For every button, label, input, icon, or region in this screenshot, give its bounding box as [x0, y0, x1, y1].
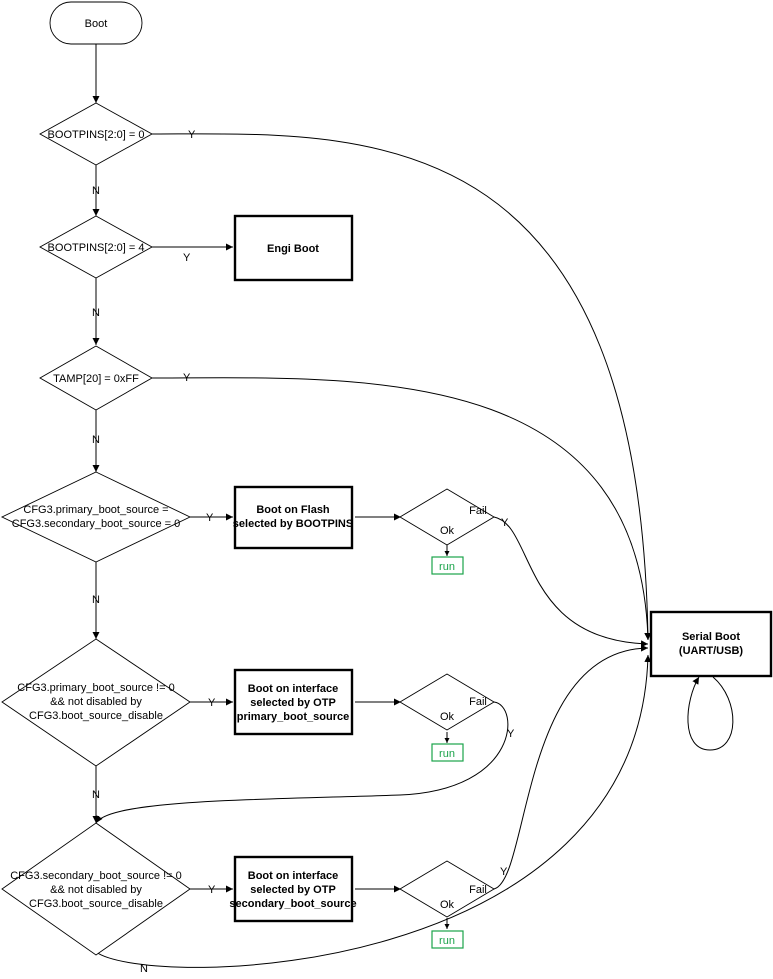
decision-bootpins-4: BOOTPINS[2:0] = 4	[39, 215, 153, 279]
edge-labels: Y N Y N Y N Y N Y N Y N Y Y Y	[92, 129, 515, 975]
label-d2-yes: Y	[183, 252, 191, 264]
check-flash: Fail Ok	[399, 488, 495, 546]
process-line-3: primary_boot_source	[237, 711, 349, 723]
label-check1-yes: Y	[501, 517, 509, 529]
run-flash: run	[431, 556, 464, 575]
label-d6-no: N	[140, 963, 148, 975]
process-line-1: Engi Boot	[267, 243, 319, 255]
connectors	[92, 44, 734, 968]
check-secondary: Fail Ok	[399, 860, 495, 918]
label-d4-no: N	[92, 594, 100, 606]
decision-line-1: CFG3.primary_boot_source != 0	[17, 682, 174, 694]
process-line-1: Serial Boot	[682, 631, 740, 643]
edge-check1-to-serial	[493, 516, 649, 648]
label-check2-yes: Y	[507, 728, 515, 740]
process-serial-boot: Serial Boot (UART/USB)	[649, 610, 773, 678]
check-fail-label: Fail	[469, 505, 487, 517]
decision-line-2: && not disabled by	[50, 696, 142, 708]
start-label: Boot	[85, 18, 108, 30]
decision-cfg3-equal: CFG3.primary_boot_source = CFG3.secondar…	[0, 471, 192, 563]
decision-line-2: && not disabled by	[50, 884, 142, 896]
process-line-3: secondary_boot_source	[229, 898, 356, 910]
process-line-1: Boot on interface	[248, 683, 338, 695]
decision-label: TAMP[20] = 0xFF	[53, 373, 139, 385]
edge-d3-to-serial	[151, 377, 652, 641]
label-check3-yes: Y	[500, 866, 508, 878]
run-secondary: run	[431, 930, 464, 949]
process-boot-primary: Boot on interface selected by OTP primar…	[233, 668, 354, 736]
check-ok-label: Ok	[440, 899, 455, 911]
start-terminator: Boot	[49, 1, 143, 45]
decision-line-3: CFG3.boot_source_disable	[29, 710, 163, 722]
run-label: run	[439, 935, 455, 947]
check-primary: Fail Ok	[399, 673, 495, 731]
decision-line-3: CFG3.boot_source_disable	[29, 898, 163, 910]
run-label: run	[439, 561, 455, 573]
edge-check3-to-serial	[493, 644, 649, 890]
label-d3-no: N	[92, 434, 100, 446]
label-d6-yes: Y	[208, 884, 216, 896]
process-line-2: selected by OTP	[250, 884, 336, 896]
check-ok-label: Ok	[440, 525, 455, 537]
edge-d1-to-serial	[151, 133, 652, 641]
decision-line-2: CFG3.secondary_boot_source = 0	[12, 518, 180, 530]
label-d2-no: N	[92, 307, 100, 319]
decision-label: BOOTPINS[2:0] = 0	[48, 129, 145, 141]
label-d5-yes: Y	[208, 697, 216, 709]
edge-serial-self-loop	[687, 676, 734, 751]
process-boot-flash: Boot on Flash selected by BOOTPINS	[233, 485, 353, 550]
process-boot-secondary: Boot on interface selected by OTP second…	[229, 855, 357, 923]
decision-line-1: CFG3.secondary_boot_source != 0	[10, 870, 182, 882]
label-d1-no: N	[92, 185, 100, 197]
process-line-1: Boot on Flash	[256, 504, 330, 516]
decision-bootpins-0: BOOTPINS[2:0] = 0	[39, 102, 153, 166]
process-engi-boot: Engi Boot	[233, 214, 354, 282]
check-ok-label: Ok	[440, 711, 455, 723]
process-line-2: selected by BOOTPINS	[233, 518, 353, 530]
decision-tamp: TAMP[20] = 0xFF	[39, 345, 153, 411]
label-d1-yes: Y	[188, 129, 196, 141]
edge-d6-to-serial	[95, 654, 652, 968]
decision-label: BOOTPINS[2:0] = 4	[48, 242, 145, 254]
label-d4-yes: Y	[206, 512, 214, 524]
decision-primary-source: CFG3.primary_boot_source != 0 && not dis…	[1, 638, 191, 767]
edge-check2-to-d6	[95, 701, 509, 824]
decision-secondary-source: CFG3.secondary_boot_source != 0 && not d…	[1, 822, 191, 956]
run-primary: run	[431, 743, 464, 762]
run-label: run	[439, 748, 455, 760]
check-fail-label: Fail	[469, 696, 487, 708]
check-fail-label: Fail	[469, 884, 487, 896]
label-d3-yes: Y	[183, 372, 191, 384]
process-line-2: (UART/USB)	[679, 645, 743, 657]
decision-line-1: CFG3.primary_boot_source =	[23, 504, 168, 516]
label-d5-no: N	[92, 789, 100, 801]
process-line-2: selected by OTP	[250, 697, 336, 709]
process-line-1: Boot on interface	[248, 870, 338, 882]
